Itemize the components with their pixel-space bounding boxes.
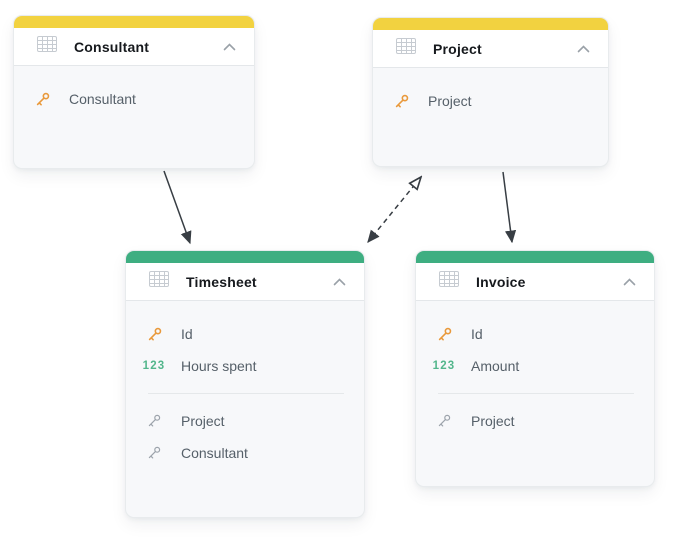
field-row[interactable]: 123 Hours spent — [126, 350, 364, 382]
field-row[interactable]: Consultant — [126, 437, 364, 469]
entity-header[interactable]: Timesheet — [126, 263, 364, 301]
entity-title: Timesheet — [186, 273, 257, 290]
field-group-divider — [148, 393, 344, 394]
chevron-up-icon[interactable] — [623, 277, 636, 286]
entity-accent-bar — [126, 251, 364, 263]
primary-key-icon — [432, 326, 456, 343]
relation-consultant-timesheet[interactable] — [163, 170, 192, 245]
field-label: Consultant — [69, 91, 136, 107]
entity-fields: Consultant — [14, 66, 254, 115]
relation-project-timesheet[interactable] — [368, 177, 421, 242]
entity-accent-bar — [14, 16, 254, 28]
primary-key-icon — [30, 91, 54, 108]
entity-title: Invoice — [476, 273, 526, 290]
entity-title: Consultant — [74, 38, 150, 55]
field-row[interactable]: Project — [416, 405, 654, 437]
entity-card-project[interactable]: Project Project — [372, 17, 609, 167]
entity-card-timesheet[interactable]: Timesheet Id 123 Hours spent — [125, 250, 365, 518]
field-label: Id — [471, 326, 483, 342]
entity-header[interactable]: Invoice — [416, 263, 654, 301]
foreign-key-icon — [142, 413, 166, 429]
entity-fields: Id 123 Hours spent Project — [126, 301, 364, 469]
field-label: Hours spent — [181, 358, 257, 374]
chevron-up-icon[interactable] — [223, 42, 236, 51]
entity-fields: Project — [373, 68, 608, 117]
table-icon — [439, 271, 459, 292]
chevron-up-icon[interactable] — [333, 277, 346, 286]
field-row[interactable]: 123 Amount — [416, 350, 654, 382]
field-label: Project — [181, 413, 225, 429]
foreign-key-icon — [142, 445, 166, 461]
primary-key-icon — [389, 93, 413, 110]
chevron-up-icon[interactable] — [577, 44, 590, 53]
entity-accent-bar — [416, 251, 654, 263]
field-group-divider — [438, 393, 634, 394]
field-label: Project — [428, 93, 472, 109]
entity-header[interactable]: Consultant — [14, 28, 254, 66]
entity-header[interactable]: Project — [373, 30, 608, 68]
number-type-icon: 123 — [142, 360, 166, 372]
field-row[interactable]: Consultant — [14, 83, 254, 115]
number-type-icon: 123 — [432, 360, 456, 372]
entity-title: Project — [433, 40, 482, 57]
table-icon — [37, 36, 57, 57]
entity-fields: Id 123 Amount Project — [416, 301, 654, 437]
relation-project-invoice[interactable] — [502, 171, 517, 244]
field-label: Project — [471, 413, 515, 429]
entity-card-invoice[interactable]: Invoice Id 123 Amount — [415, 250, 655, 487]
field-row[interactable]: Id — [416, 318, 654, 350]
field-label: Amount — [471, 358, 520, 374]
entity-card-consultant[interactable]: Consultant Consultant — [13, 15, 255, 169]
field-label: Consultant — [181, 445, 248, 461]
field-label: Id — [181, 326, 193, 342]
field-row[interactable]: Project — [373, 85, 608, 117]
field-row[interactable]: Project — [126, 405, 364, 437]
primary-key-icon — [142, 326, 166, 343]
field-row[interactable]: Id — [126, 318, 364, 350]
table-icon — [149, 271, 169, 292]
table-icon — [396, 38, 416, 59]
entity-accent-bar — [373, 18, 608, 30]
foreign-key-icon — [432, 413, 456, 429]
